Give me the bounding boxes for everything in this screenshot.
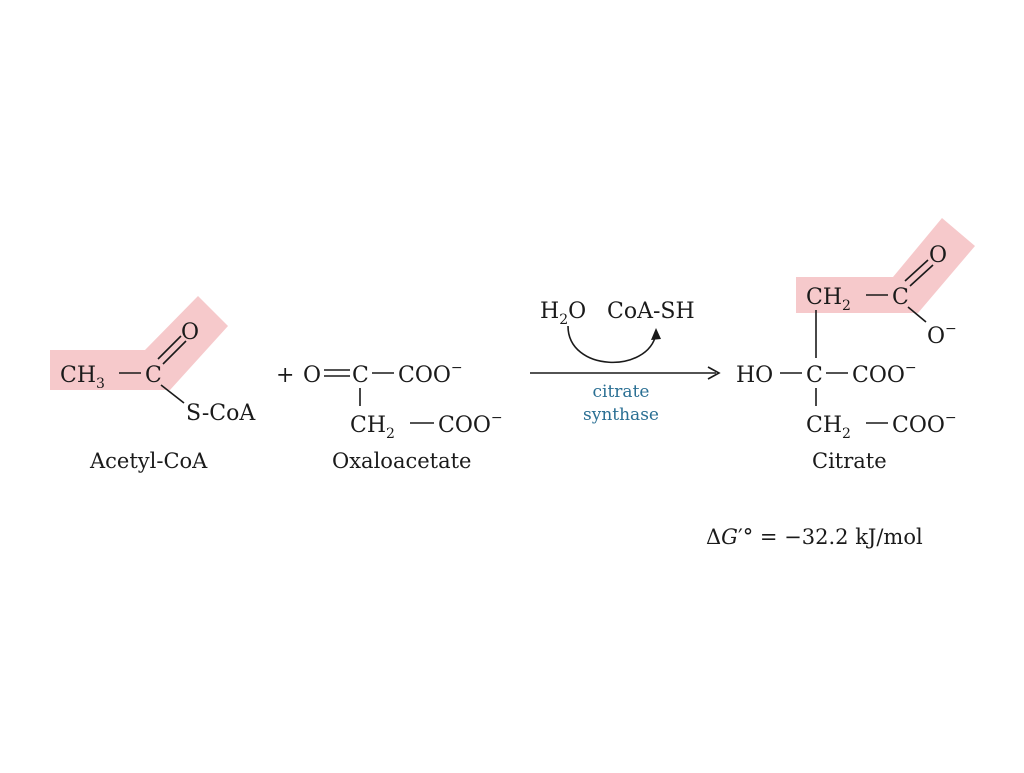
citrate-carboxyl-c: C xyxy=(892,285,909,310)
oxaloacetate-label: Oxaloacetate xyxy=(332,449,471,473)
citrate-label: Citrate xyxy=(812,449,887,473)
oxalo-oxygen: O xyxy=(303,363,321,388)
acetyl-ch3: CH3 xyxy=(60,363,105,392)
citrate-coo-mid: COO− xyxy=(852,360,917,388)
main-arrowhead xyxy=(707,366,721,380)
acetyl-group-highlight xyxy=(50,296,228,390)
citrate-carboxyl-oxygen: O xyxy=(929,243,947,268)
curved-side-arrow xyxy=(567,325,657,364)
citrate-double-bond-2 xyxy=(909,264,934,287)
acetyl-s-coa: S-CoA xyxy=(186,401,256,426)
plus-sign: + xyxy=(276,363,294,388)
enzyme-name-line2: synthase xyxy=(583,405,659,425)
oxalo-ch2: CH2 xyxy=(350,413,395,442)
reaction-arrow-group: H2O CoA-SH citrate synthase xyxy=(530,299,721,425)
acetyl-coa-label: Acetyl-CoA xyxy=(89,449,208,473)
free-energy-value: ΔG′° = −32.2 kJ/mol xyxy=(706,525,923,549)
oxalo-coo-bottom: COO− xyxy=(438,410,503,438)
coa-sh-product: CoA-SH xyxy=(607,299,695,324)
double-bond-c-o-1 xyxy=(157,335,182,360)
citrate-carboxylate-oxygen: O− xyxy=(927,321,957,349)
oxaloacetate: + O C COO− CH2 COO− Oxaloacetate xyxy=(276,360,503,473)
curved-arrowhead xyxy=(651,328,661,340)
bond-c-s xyxy=(160,384,185,404)
citrate-coo-bottom: COO− xyxy=(892,410,957,438)
citrate-ch2-top: CH2 xyxy=(806,285,851,314)
double-bond-c-o-2 xyxy=(162,340,187,365)
citrate-double-bond-1 xyxy=(904,259,929,282)
enzyme-name-line1: citrate xyxy=(593,382,650,402)
acetyl-derived-highlight xyxy=(796,218,975,313)
oxalo-carbonyl-c: C xyxy=(352,363,369,388)
oxalo-coo-top: COO− xyxy=(398,360,463,388)
acetyl-coa: CH3 C O S-CoA Acetyl-CoA xyxy=(50,296,256,473)
citrate-hydroxyl: HO xyxy=(736,363,773,388)
acetyl-carbonyl-c: C xyxy=(145,363,162,388)
water-reactant: H2O xyxy=(540,299,586,328)
citrate: CH2 C O O− HO C COO− CH2 COO− Citrate xyxy=(736,218,975,473)
citrate-central-c: C xyxy=(806,363,823,388)
acetyl-oxygen: O xyxy=(181,320,199,345)
citrate-ch2-bottom: CH2 xyxy=(806,413,851,442)
citrate-bond-c-o xyxy=(907,306,927,323)
